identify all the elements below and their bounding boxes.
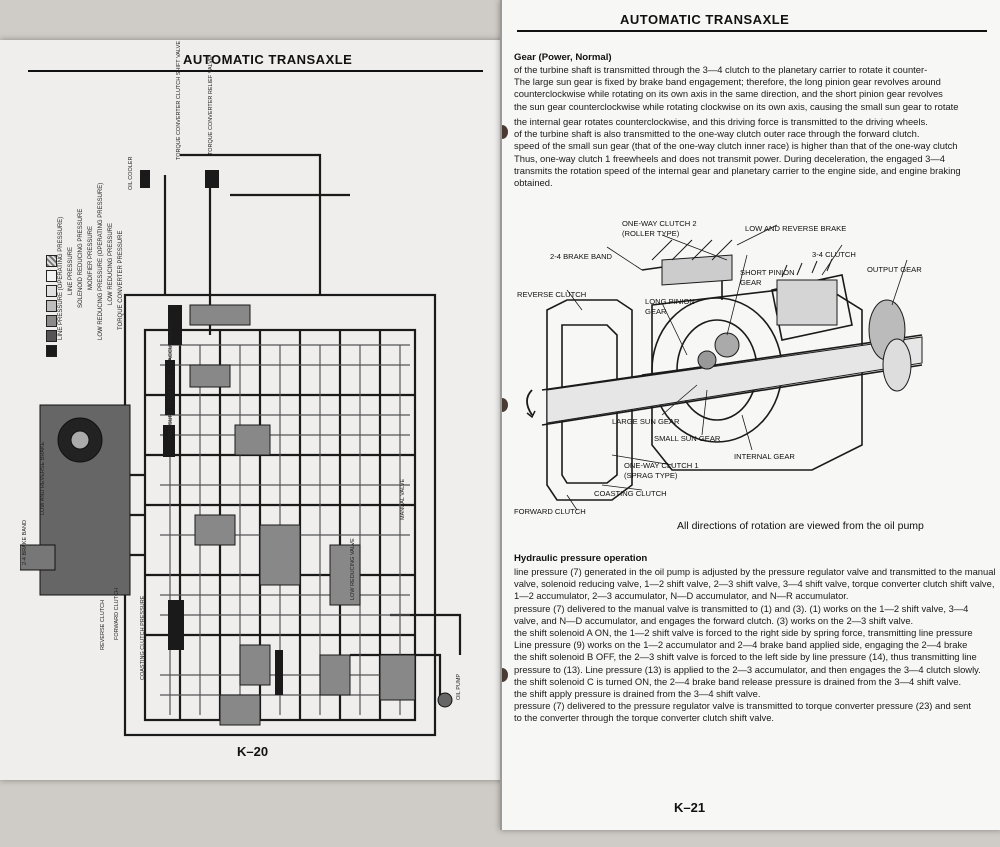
forward-clutch-label: FORWARD CLUTCH — [114, 588, 120, 640]
section1b-line: the internal gear rotates counterclockwi… — [514, 116, 928, 127]
section1-paragraph: of the turbine shaft is transmitted thro… — [514, 64, 959, 113]
right-header-rule — [517, 30, 987, 32]
legend-swatch-5 — [46, 285, 57, 297]
fig-label-sprag: (SPRAG TYPE) — [624, 471, 678, 480]
section1-title: Gear (Power, Normal) — [514, 52, 612, 63]
section2-line: pressure (7) delivered to the manual val… — [514, 602, 969, 614]
legend-swatch-4 — [46, 300, 57, 312]
fig-label-short-pinion: SHORT PINION — [740, 268, 795, 277]
oil-pump-label: OIL PUMP — [456, 673, 462, 700]
section1b-paragraph: the internal gear rotates counterclockwi… — [514, 116, 961, 189]
brake-band-label: 2-4 BRAKE BAND — [22, 520, 28, 565]
accumulator-label: 1-2 ACCUMULATOR — [168, 318, 174, 370]
fig-label-output-gear: OUTPUT GEAR — [867, 265, 922, 274]
fig-label-owc1: ONE-WAY CLUTCH 1 — [624, 461, 699, 470]
planetary-gearset-figure — [526, 224, 923, 511]
section1b-line: of the turbine shaft is also transmitted… — [514, 128, 920, 140]
legend-swatch-7 — [46, 255, 57, 267]
section1-line: the sun gear counterclockwise while rota… — [514, 100, 959, 112]
binder-hole-1 — [502, 125, 508, 139]
left-page: AUTOMATIC TRANSAXLE LINE PRESSURE (OPERA… — [0, 40, 505, 780]
fig-label-small-sun: SMALL SUN GEAR — [654, 434, 721, 443]
left-header-rule — [28, 70, 483, 72]
binder-hole-2 — [502, 398, 508, 412]
fig-label-owc2: ONE-WAY CLUTCH 2 — [622, 219, 697, 228]
section1-line: The large sun gear is fixed by brake ban… — [514, 76, 941, 88]
fig-label-large-sun: LARGE SUN GEAR — [612, 417, 680, 426]
binder-hole-3 — [502, 668, 508, 682]
fig-label-coasting: COASTING CLUTCH — [594, 489, 667, 498]
pressure-regulator-label: PRESSURE REGULATOR — [168, 374, 174, 440]
section2-line: to the converter through the torque conv… — [514, 712, 775, 724]
section2-line: line pressure (7) generated in the oil p… — [514, 566, 996, 577]
hydraulic-circuit-diagram — [20, 153, 462, 737]
section2-line: 1—2 accumulator, 2—3 accumulator, N—D ac… — [514, 590, 849, 602]
fig-label-internal-gear: INTERNAL GEAR — [734, 452, 795, 461]
fig-label-roller: (ROLLER TYPE) — [622, 229, 680, 238]
tc-relief-valve-label: TORQUE CONVERTER RELIEF VALVE — [208, 56, 214, 155]
fig-label-brake-band: 2-4 BRAKE BAND — [550, 252, 613, 261]
section1-line: of the turbine shaft is transmitted thro… — [514, 64, 928, 75]
left-page-header: AUTOMATIC TRANSAXLE — [183, 52, 353, 67]
right-page: AUTOMATIC TRANSAXLE Gear (Power, Normal)… — [500, 0, 1000, 830]
section2-title: Hydraulic pressure operation — [514, 553, 648, 564]
section2-line: pressure to (13). Line pressure (13) is … — [514, 663, 981, 675]
legend-swatch-6 — [46, 270, 57, 282]
fig-label-gear: GEAR — [740, 278, 762, 287]
fig-label-long-pinion: LONG PINION — [645, 297, 695, 306]
section2-line: the shift solenoid B OFF, the 2—3 shift … — [514, 651, 977, 663]
section1b-line: obtained. — [514, 177, 553, 189]
section2-paragraph: line pressure (7) generated in the oil p… — [514, 566, 996, 725]
fig-label-gear2: GEAR — [645, 307, 667, 316]
section1b-line: Thus, one-way clutch 1 freewheels and do… — [514, 152, 945, 164]
reverse-clutch-label: REVERSE CLUTCH — [100, 599, 106, 650]
fig-label-low-reverse: LOW AND REVERSE BRAKE — [745, 224, 847, 233]
fig-label-34-clutch: 3-4 CLUTCH — [812, 250, 856, 259]
tcc-shift-valve-label: TORQUE CONVERTER CLUTCH SHIFT VALVE — [176, 41, 182, 160]
section2-line: valve, and N—D accumulator, and engages … — [514, 614, 914, 626]
coasting-clutch-label: COASTING CLUTCH PRESSURE — [140, 595, 146, 680]
section2-line: the shift solenoid C is turned ON, the 2… — [514, 675, 962, 687]
oil-cooler-label: OIL COOLER — [128, 156, 134, 190]
section2-line: pressure (7) delivered to the pressure r… — [514, 700, 971, 712]
left-page-number: K–20 — [237, 744, 269, 759]
section1b-line: transmits the rotation speed of the inte… — [514, 164, 961, 176]
legend-swatch-3 — [46, 315, 57, 327]
legend-swatch-2 — [46, 330, 57, 342]
section2-line: Line pressure (9) works on the 1—2 accum… — [514, 639, 968, 651]
manual-valve-label: MANUAL VALVE — [400, 478, 406, 520]
section2-line: valve, solenoid reducing valve, 1—2 shif… — [514, 578, 995, 590]
section2-line: the shift apply pressure is drained from… — [514, 688, 761, 700]
right-page-number: K–21 — [674, 800, 706, 815]
low-reverse-brake-label: LOW AND REVERSE BRAKE — [40, 441, 46, 515]
figure-caption: All directions of rotation are viewed fr… — [677, 520, 924, 532]
section1b-line: speed of the small sun gear (that of the… — [514, 140, 958, 152]
low-reducing-valve-label: LOW REDUCING VALVE — [350, 538, 356, 600]
fig-label-forward: FORWARD CLUTCH — [514, 507, 586, 516]
right-page-header: AUTOMATIC TRANSAXLE — [620, 12, 790, 27]
section1-line: counterclockwise while rotating on its o… — [514, 88, 943, 100]
section2-line: the shift solenoid A ON, the 1—2 shift v… — [514, 627, 973, 639]
legend-swatch-1 — [46, 345, 57, 357]
fig-label-reverse-clutch: REVERSE CLUTCH — [517, 290, 587, 299]
